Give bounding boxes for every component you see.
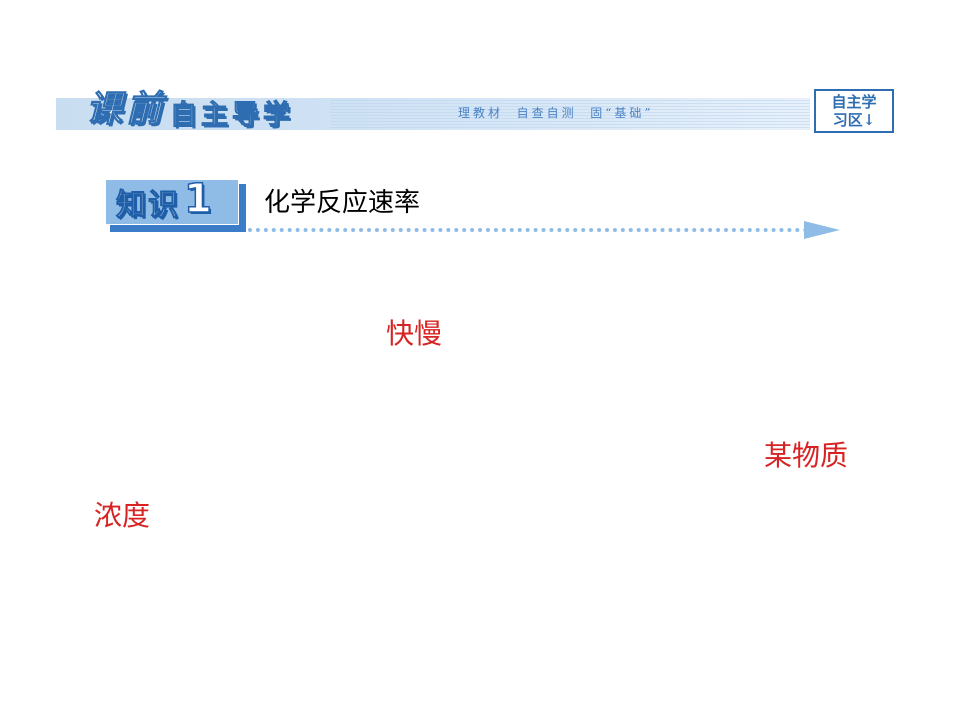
knowledge-tag-label: 知识 <box>116 188 180 224</box>
banner-stripes <box>330 100 810 128</box>
badge-line-1: 自主学 <box>831 93 877 111</box>
knowledge-title: 化学反应速率 <box>264 188 421 218</box>
answer-text: 某物质 <box>764 439 849 472</box>
arrow-right-icon <box>804 221 840 239</box>
knowledge-tag-number: 1 <box>183 175 212 223</box>
knowledge-tag: 知识 1 <box>105 175 239 225</box>
banner-title: 课前 自主导学 <box>85 88 295 132</box>
answer-text: 浓度 <box>94 499 151 532</box>
banner-title-part1: 课前 <box>85 89 167 131</box>
badge-line-2: 习区↓ <box>832 111 876 129</box>
dotted-divider <box>248 228 808 232</box>
self-study-badge[interactable]: 自主学 习区↓ <box>814 89 894 133</box>
banner-title-part2: 自主导学 <box>170 100 295 132</box>
banner-slogan: 理教材 自查自测 固“基础” <box>458 106 654 120</box>
answer-text: 快慢 <box>386 317 443 350</box>
